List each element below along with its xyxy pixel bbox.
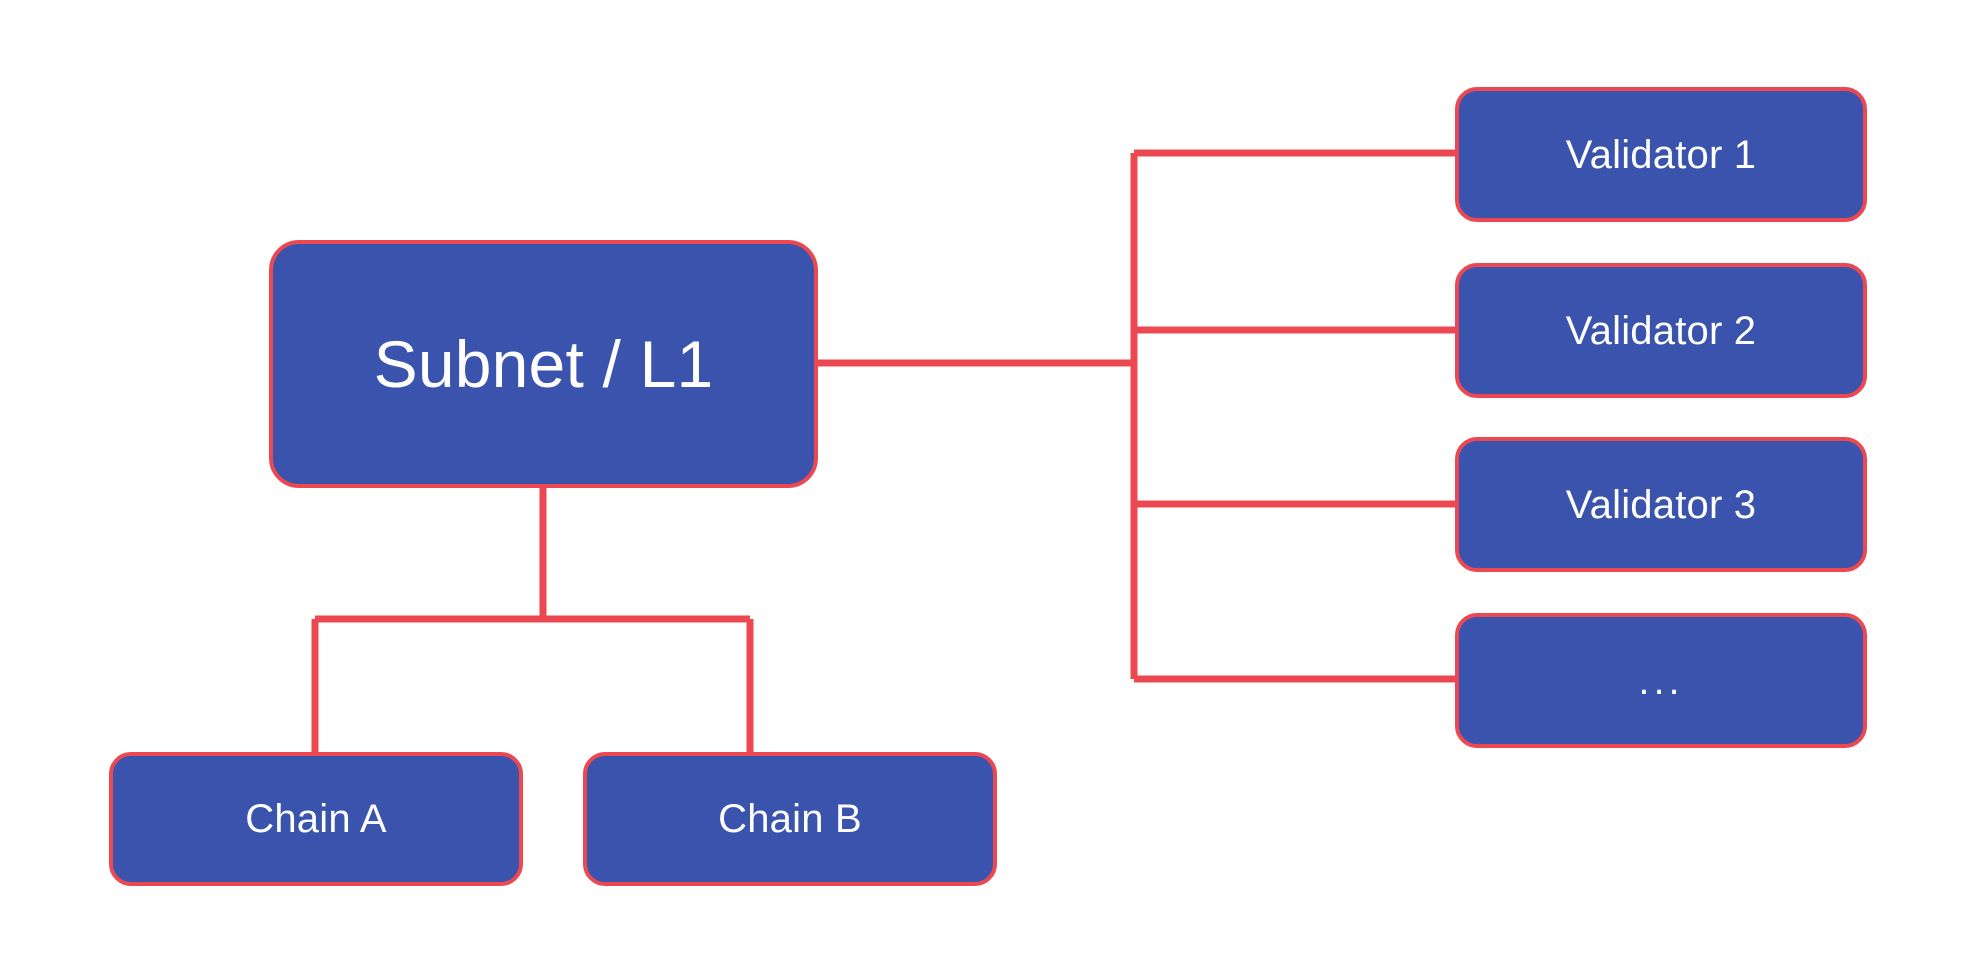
node-validator-2-label: Validator 2 [1565,308,1757,353]
node-validator-1[interactable]: Validator 1 [1455,87,1867,222]
node-subnet-label: Subnet / L1 [373,326,714,401]
node-chain-b-label: Chain B [718,797,862,841]
node-chain-a-label: Chain A [245,797,387,841]
node-validator-1-label: Validator 1 [1565,132,1757,177]
node-validator-2[interactable]: Validator 2 [1455,263,1867,398]
node-chain-b[interactable]: Chain B [583,752,997,886]
node-subnet[interactable]: Subnet / L1 [269,240,818,488]
node-validator-more[interactable]: ... [1455,613,1867,748]
node-validator-3[interactable]: Validator 3 [1455,437,1867,572]
node-chain-a[interactable]: Chain A [109,752,523,886]
node-validator-3-label: Validator 3 [1565,482,1757,527]
node-validator-more-label: ... [1638,658,1684,703]
